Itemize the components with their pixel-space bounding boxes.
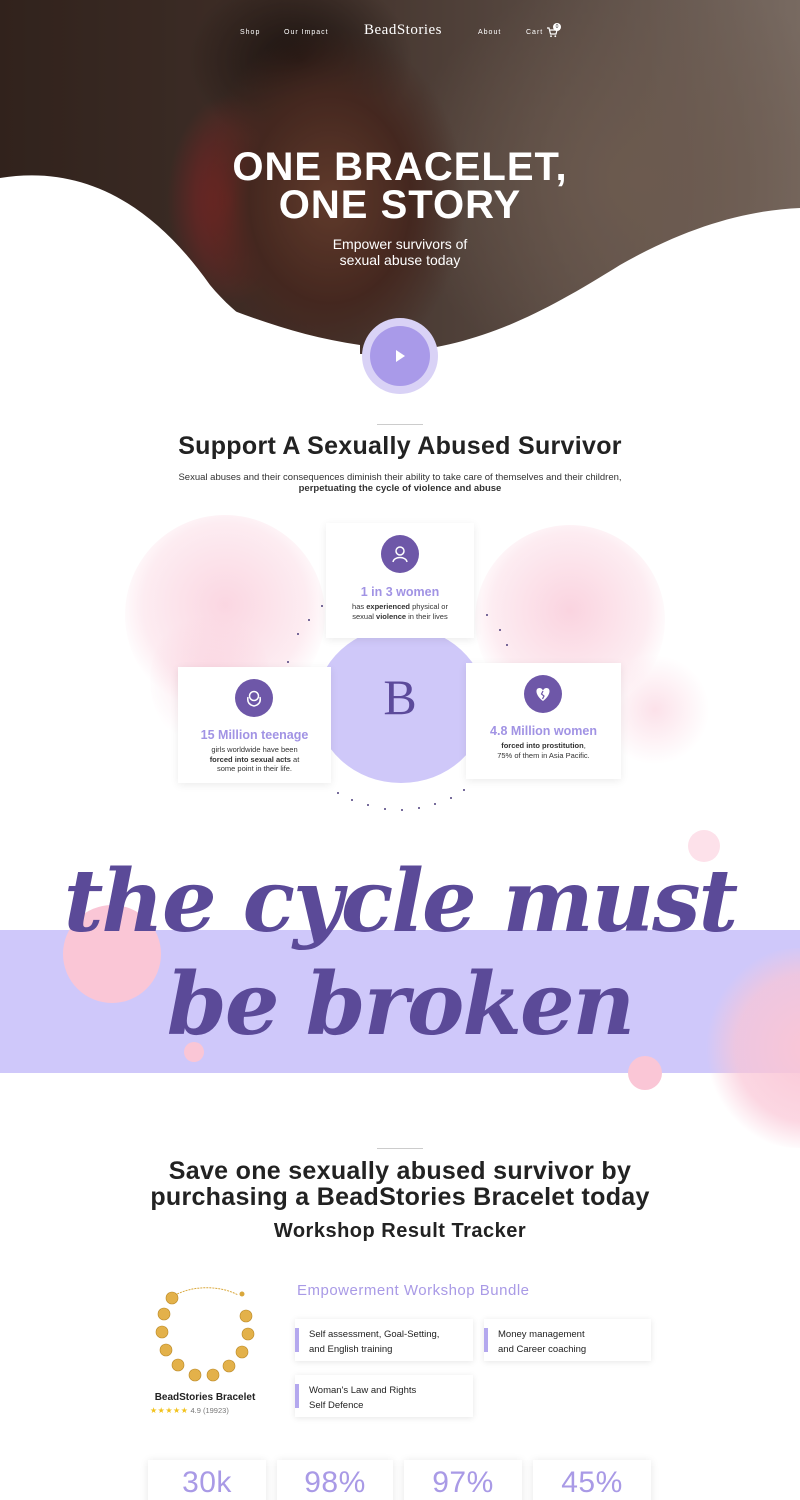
girl-icon: [235, 679, 273, 717]
bundle-title: Empowerment Workshop Bundle: [297, 1282, 530, 1299]
nav-our-impact[interactable]: Our Impact: [284, 29, 329, 36]
broken-heart-icon: [524, 675, 562, 713]
woman-icon: [381, 535, 419, 573]
star-icons: ★★★★★: [150, 1406, 189, 1415]
nav-cart[interactable]: Cart: [526, 29, 544, 36]
stat-card-1-in-3: 1 in 3 women has experienced physical or…: [326, 523, 474, 638]
save-heading: Save one sexually abused survivor by pur…: [150, 1157, 650, 1211]
cart-count-badge: 0: [553, 23, 561, 31]
metric-card-1: 30k: [148, 1460, 266, 1500]
cycle-text-line1: the cycle must: [63, 851, 739, 952]
product-rating: ★★★★★ 4.9 (19923): [150, 1406, 229, 1415]
hero-subtitle: Empower survivors of sexual abuse today: [332, 236, 468, 268]
tracker-heading: Workshop Result Tracker: [273, 1220, 527, 1242]
section-divider-2: [377, 1148, 423, 1149]
feature-self-assessment[interactable]: Self assessment, Goal-Setting,and Englis…: [295, 1319, 473, 1361]
stat-card-15-million: 15 Million teenage girls worldwide have …: [178, 667, 331, 783]
support-heading: Support A Sexually Abused Survivor: [178, 432, 622, 460]
top-nav: Shop Our Impact BeadStories About Cart 0: [0, 22, 800, 42]
cycle-text-line2: be broken: [166, 954, 635, 1055]
bracelet-image[interactable]: [150, 1280, 260, 1390]
nav-shop[interactable]: Shop: [240, 29, 261, 36]
hero-section: Shop Our Impact BeadStories About Cart 0…: [0, 0, 800, 400]
play-icon: [396, 350, 405, 362]
hero-title: ONE BRACELET, ONE STORY: [232, 145, 568, 227]
brand-logo[interactable]: BeadStories: [364, 22, 442, 38]
support-text: Sexual abuses and their consequences dim…: [178, 472, 622, 494]
metric-card-4: 45%: [533, 1460, 651, 1500]
stat-card-4-8-million: 4.8 Million women forced into prostituti…: [466, 663, 621, 779]
metric-card-3: 97%: [404, 1460, 522, 1500]
metric-card-2: 98%: [277, 1460, 393, 1500]
section-divider: [377, 424, 423, 425]
product-name[interactable]: BeadStories Bracelet: [154, 1392, 256, 1403]
pink-circle: [63, 905, 161, 1003]
center-logo: B: [383, 669, 417, 725]
center-circle: [316, 627, 486, 783]
play-video-button[interactable]: [362, 318, 438, 394]
nav-about[interactable]: About: [478, 29, 502, 36]
